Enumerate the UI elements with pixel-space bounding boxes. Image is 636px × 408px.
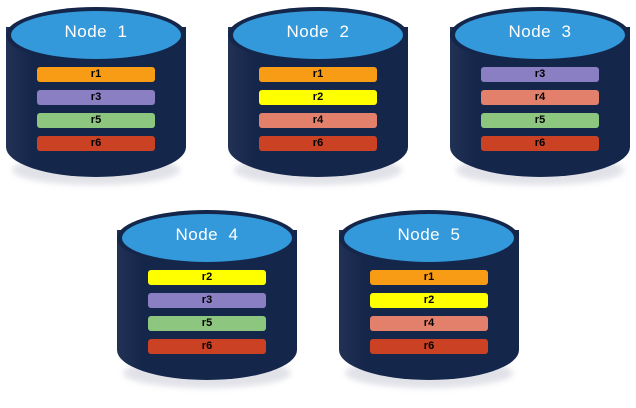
replica-list: r1 r3 r5 r6 <box>37 67 155 151</box>
node-cylinder-1[interactable]: Node 1 r1 r3 r5 r6 <box>6 5 186 190</box>
node-label: Node 2 <box>286 22 350 41</box>
replica-bar[interactable]: r2 <box>148 270 266 285</box>
replica-bar[interactable]: r3 <box>148 293 266 308</box>
replica-bar[interactable]: r1 <box>37 67 155 82</box>
replica-bar[interactable]: r6 <box>37 136 155 151</box>
replica-bar[interactable]: r6 <box>148 339 266 354</box>
replica-bar[interactable]: r3 <box>37 90 155 105</box>
replica-list: r2 r3 r5 r6 <box>148 270 266 354</box>
replica-bar[interactable]: r5 <box>481 113 599 128</box>
replica-bar[interactable]: r6 <box>370 339 488 354</box>
replica-bar[interactable]: r6 <box>259 136 377 151</box>
node-cylinder-4[interactable]: Node 4 r2 r3 r5 r6 <box>117 208 297 393</box>
replica-bar[interactable]: r4 <box>259 113 377 128</box>
replica-bar[interactable]: r2 <box>370 293 488 308</box>
node-label: Node 5 <box>397 225 461 244</box>
node-label: Node 4 <box>175 225 239 244</box>
replica-bar[interactable]: r4 <box>370 316 488 331</box>
replica-bar[interactable]: r6 <box>481 136 599 151</box>
node-cylinder-5[interactable]: Node 5 r1 r2 r4 r6 <box>339 208 519 393</box>
replica-bar[interactable]: r1 <box>259 67 377 82</box>
replica-bar[interactable]: r5 <box>148 316 266 331</box>
cylinder-top-face <box>233 11 403 59</box>
replica-bar[interactable]: r3 <box>481 67 599 82</box>
replica-list: r1 r2 r4 r6 <box>259 67 377 151</box>
node-label: Node 3 <box>508 22 572 41</box>
replica-list: r3 r4 r5 r6 <box>481 67 599 151</box>
cylinder-top-face <box>455 11 625 59</box>
replica-bar[interactable]: r4 <box>481 90 599 105</box>
cylinder-top-face <box>11 11 181 59</box>
replica-bar[interactable]: r2 <box>259 90 377 105</box>
replica-list: r1 r2 r4 r6 <box>370 270 488 354</box>
cylinder-top-face <box>344 214 514 262</box>
node-label: Node 1 <box>64 22 128 41</box>
replica-bar[interactable]: r1 <box>370 270 488 285</box>
replica-bar[interactable]: r5 <box>37 113 155 128</box>
node-cylinder-2[interactable]: Node 2 r1 r2 r4 r6 <box>228 5 408 190</box>
node-cylinder-3[interactable]: Node 3 r3 r4 r5 r6 <box>450 5 630 190</box>
cylinder-top-face <box>122 214 292 262</box>
